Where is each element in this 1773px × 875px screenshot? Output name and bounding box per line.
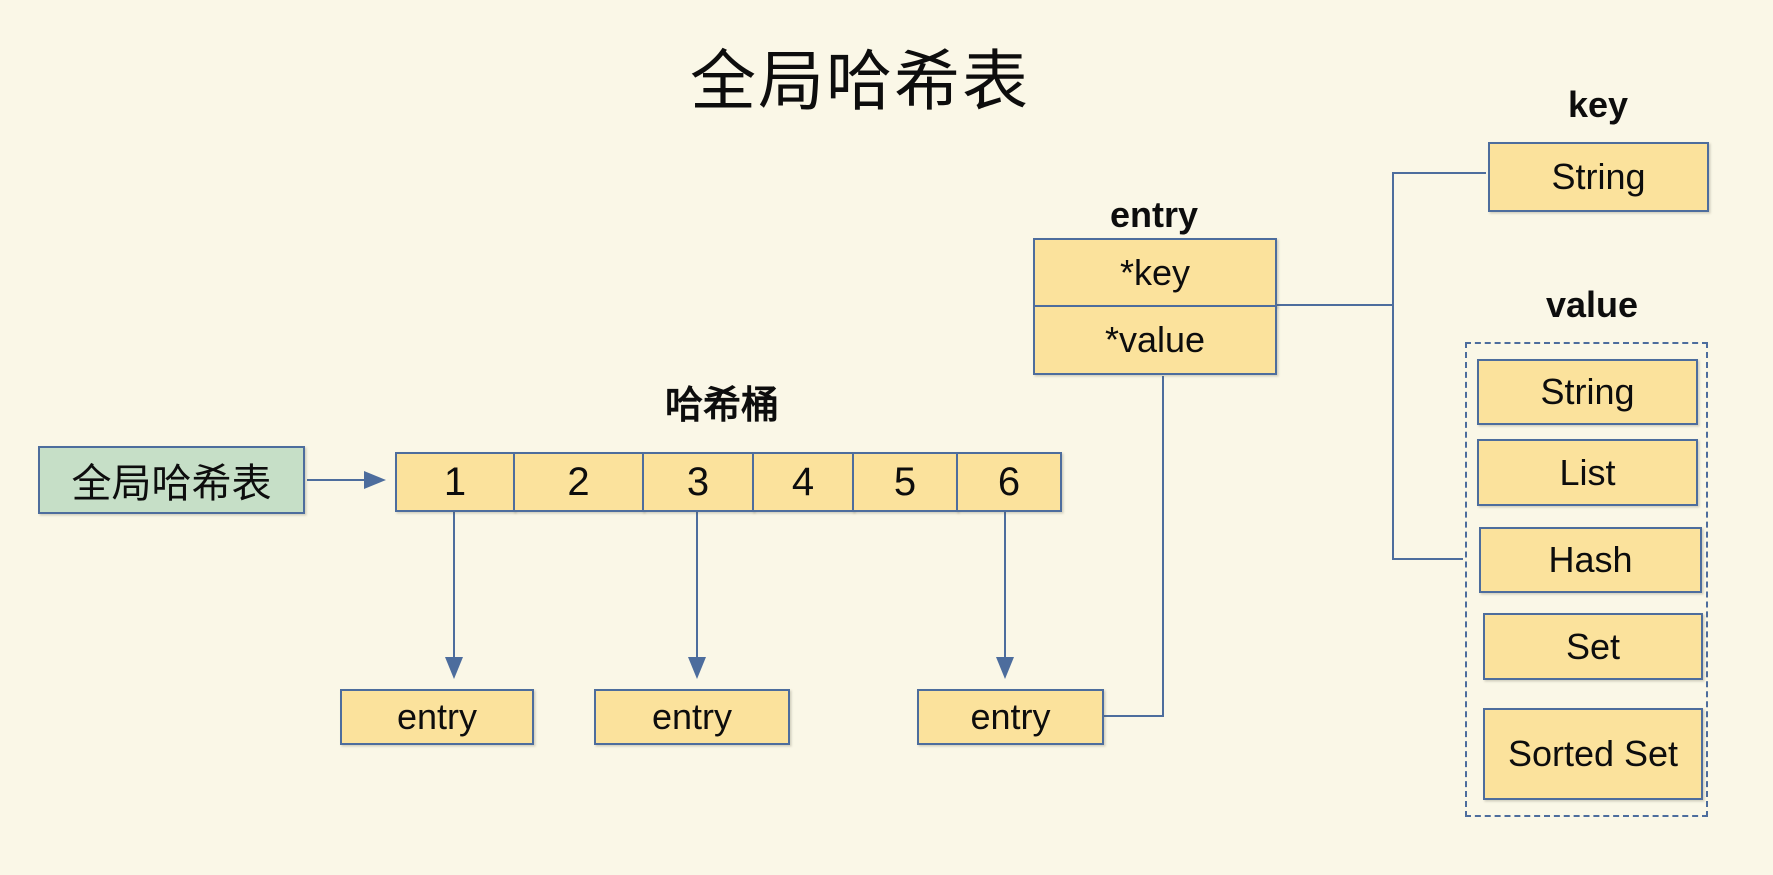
bucket-cell-6: 6 <box>956 452 1062 512</box>
bucket-cell-3: 3 <box>642 452 754 512</box>
entry-node-2: entry <box>594 689 790 745</box>
connector-entry-to-struct <box>1104 376 1164 717</box>
hash-bucket-title: 哈希桶 <box>664 385 779 427</box>
value-type-hash: Hash <box>1479 527 1702 593</box>
bucket-cell-1: 1 <box>395 452 515 512</box>
bucket-cell-5: 5 <box>852 452 958 512</box>
value-type-list: List <box>1477 439 1698 506</box>
entry-struct-value-field: *value <box>1033 305 1277 375</box>
key-type-string: String <box>1488 142 1709 212</box>
key-section-title: key <box>1567 84 1629 125</box>
value-section-container <box>1465 342 1708 817</box>
bucket-cell-4: 4 <box>752 452 854 512</box>
bucket-cell-2: 2 <box>513 452 644 512</box>
global-hash-table-label: 全局哈希表 <box>71 462 272 506</box>
entry-node-3: entry <box>917 689 1104 745</box>
diagram-title: 全局哈希表 <box>690 44 1030 118</box>
value-type-set: Set <box>1483 613 1703 680</box>
connector-junction-to-key <box>1392 172 1486 305</box>
entry-node-1: entry <box>340 689 534 745</box>
connector-junction-to-value <box>1392 305 1463 560</box>
entry-struct-title: entry <box>1109 194 1199 235</box>
global-hash-table-box: 全局哈希表 <box>38 446 305 514</box>
entry-struct-key-field: *key <box>1033 238 1277 307</box>
value-type-string: String <box>1477 359 1698 425</box>
value-type-sorted-set: Sorted Set <box>1483 708 1703 800</box>
value-section-title: value <box>1545 284 1639 325</box>
